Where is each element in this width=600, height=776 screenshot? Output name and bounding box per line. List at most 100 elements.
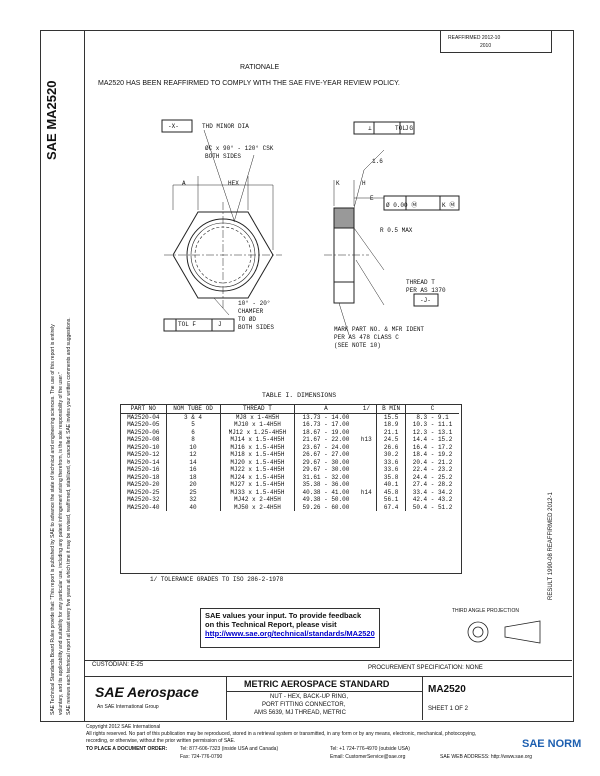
reaffirm-box xyxy=(440,30,552,53)
table-cell: MA2520-20 xyxy=(127,481,160,488)
reaffirm-date: 2010 xyxy=(480,43,492,49)
reaffirm-stamp: REAFFIRMED 2012-10 xyxy=(448,35,501,41)
legal-line-1: SAE Technical Standards Board Rules prov… xyxy=(50,324,56,715)
table-cell xyxy=(357,459,377,467)
table-cell: MJ16 x 1.5-4H5H xyxy=(219,443,295,451)
table-cell: 8 xyxy=(165,436,221,444)
table-cell: MJ27 x 1.5-4H5H xyxy=(219,481,295,489)
table-cell: MJ18 x 1.5-4H5H xyxy=(219,451,295,459)
table-cell: 40.38 - 41.00 xyxy=(294,488,357,496)
table-cell: 10.3 - 11.1 xyxy=(405,421,459,429)
rationale-title: RATIONALE xyxy=(240,64,280,71)
table-cell: MJ10 x 1-4H5H xyxy=(219,421,295,429)
desc-line-2: PORT FITTING CONNECTOR, xyxy=(262,702,346,708)
dim-e-label: E xyxy=(370,195,374,202)
table-cell: 6 xyxy=(165,428,221,436)
table-cell: MA2520-25 xyxy=(127,488,160,496)
table-cell: MJ12 x 1.25-4H5H xyxy=(219,428,295,436)
desc-line-3: AMS 5639, MJ THREAD, METRIC xyxy=(254,710,346,716)
table-cell: 18 xyxy=(165,473,221,481)
desc-line-1: NUT - HEX, BACK-UP RING, xyxy=(270,694,349,700)
table-cell: 20.4 - 21.2 xyxy=(405,458,459,466)
dimension-table-box xyxy=(120,404,462,574)
col-b-min: B MIN xyxy=(376,405,406,414)
table-cell xyxy=(357,474,377,482)
radius-label: R 0.5 MAX xyxy=(380,227,413,234)
table-cell: 45.8 xyxy=(376,488,406,496)
table-cell: 35.38 - 36.00 xyxy=(294,481,357,489)
order-email: Email: CustomerService@sae.org xyxy=(330,754,406,760)
title-divider-2 xyxy=(422,676,423,720)
table-cell: 18.67 - 19.00 xyxy=(294,428,357,436)
sae-web-address: SAE WEB ADDRESS: http://www.sae.org xyxy=(440,754,532,760)
x-datum: -X- xyxy=(168,123,179,130)
feedback-box: SAE values your input. To provide feedba… xyxy=(200,608,380,648)
col-tube-od: NOM TUBE OD xyxy=(165,405,221,414)
tol-f-ref: J xyxy=(218,321,222,328)
feedback-line-1: SAE values your input. To provide feedba… xyxy=(205,611,362,620)
table-cell: 40.1 xyxy=(376,481,406,489)
table-cell: 26.6 xyxy=(376,443,406,451)
table-footnote: 1/ TOLERANCE GRADES TO ISO 286-2-1978 xyxy=(150,576,284,583)
table-cell xyxy=(357,504,377,512)
table-cell: MA2520-10 xyxy=(127,443,160,451)
table-cell: MA2520-18 xyxy=(127,473,160,481)
table-cell: 27.4 - 28.2 xyxy=(405,481,459,489)
table-cell: 12 xyxy=(165,451,221,459)
table-cell: 14 xyxy=(165,458,221,466)
title-row-line xyxy=(84,676,572,677)
chamfer-label: CHAMFER xyxy=(238,308,264,315)
col-c: C xyxy=(405,405,459,414)
dim-k-label: K xyxy=(336,180,340,187)
hex-outline xyxy=(172,211,274,299)
tol-f-label: TOL F xyxy=(178,321,197,328)
feedback-line-2: on this Technical Report, please visit xyxy=(205,620,337,629)
title-divider-1 xyxy=(226,676,227,720)
table-cell: 42.4 - 43.2 xyxy=(405,496,459,504)
tol-g-label: TOL G xyxy=(395,125,414,132)
table-cell xyxy=(357,421,377,429)
order-fax: Fax: 724-776-0790 xyxy=(180,754,223,760)
table-cell: 59.26 - 60.00 xyxy=(294,503,357,511)
per-as-label: PER AS 1370 xyxy=(406,287,446,294)
table-cell: 35.8 xyxy=(376,473,406,481)
dim-a-label: A xyxy=(182,180,186,187)
copyright: Copyright 2012 SAE International xyxy=(86,724,161,730)
col-part-no: PART NO xyxy=(121,405,167,414)
table-cell: h14 xyxy=(360,488,372,496)
col-a: A xyxy=(294,405,357,414)
table-cell: 24.5 xyxy=(376,436,406,444)
vertical-revision-note: RESULT 1990-08 REAFFIRMED 2012-1 xyxy=(548,492,554,600)
table-cell: MA2520-16 xyxy=(127,466,160,473)
dim-h-label: H xyxy=(362,180,366,187)
table-cell: 32 xyxy=(165,496,221,504)
mark-note-2: PER AS 478 CLASS C xyxy=(334,334,399,341)
rights-notice: All rights reserved. No part of this pub… xyxy=(86,731,477,737)
table-cell: 33.6 xyxy=(376,458,406,466)
table-cell: 49.38 - 50.00 xyxy=(294,496,357,504)
table-cell: 50.4 - 51.2 xyxy=(405,503,459,511)
order-label: TO PLACE A DOCUMENT ORDER: xyxy=(86,746,168,752)
nut-drawing xyxy=(161,119,460,336)
table-cell: 33.4 - 34.2 xyxy=(405,488,459,496)
table-cell xyxy=(357,413,377,421)
feedback-link[interactable]: http://www.sae.org/technical/standards/M… xyxy=(205,629,375,638)
table-cell xyxy=(357,496,377,504)
standard-title: METRIC AEROSPACE STANDARD xyxy=(244,679,390,689)
table-cell: 15.5 xyxy=(376,413,406,421)
table-cell: 26.67 - 27.00 xyxy=(294,451,357,459)
table-cell: 20 xyxy=(165,481,221,489)
table-cell: MA2520-12 xyxy=(127,451,160,458)
table-cell: 22.4 - 23.2 xyxy=(405,466,459,474)
position-tol: Ø 0.00 Ⓜ xyxy=(386,202,418,209)
table-cell: 18.4 - 19.2 xyxy=(405,451,459,459)
table-cell: MJ33 x 1.5-4H5H xyxy=(219,488,295,496)
table-cell xyxy=(357,429,377,437)
chamfer-both: BOTH SIDES xyxy=(238,324,275,331)
